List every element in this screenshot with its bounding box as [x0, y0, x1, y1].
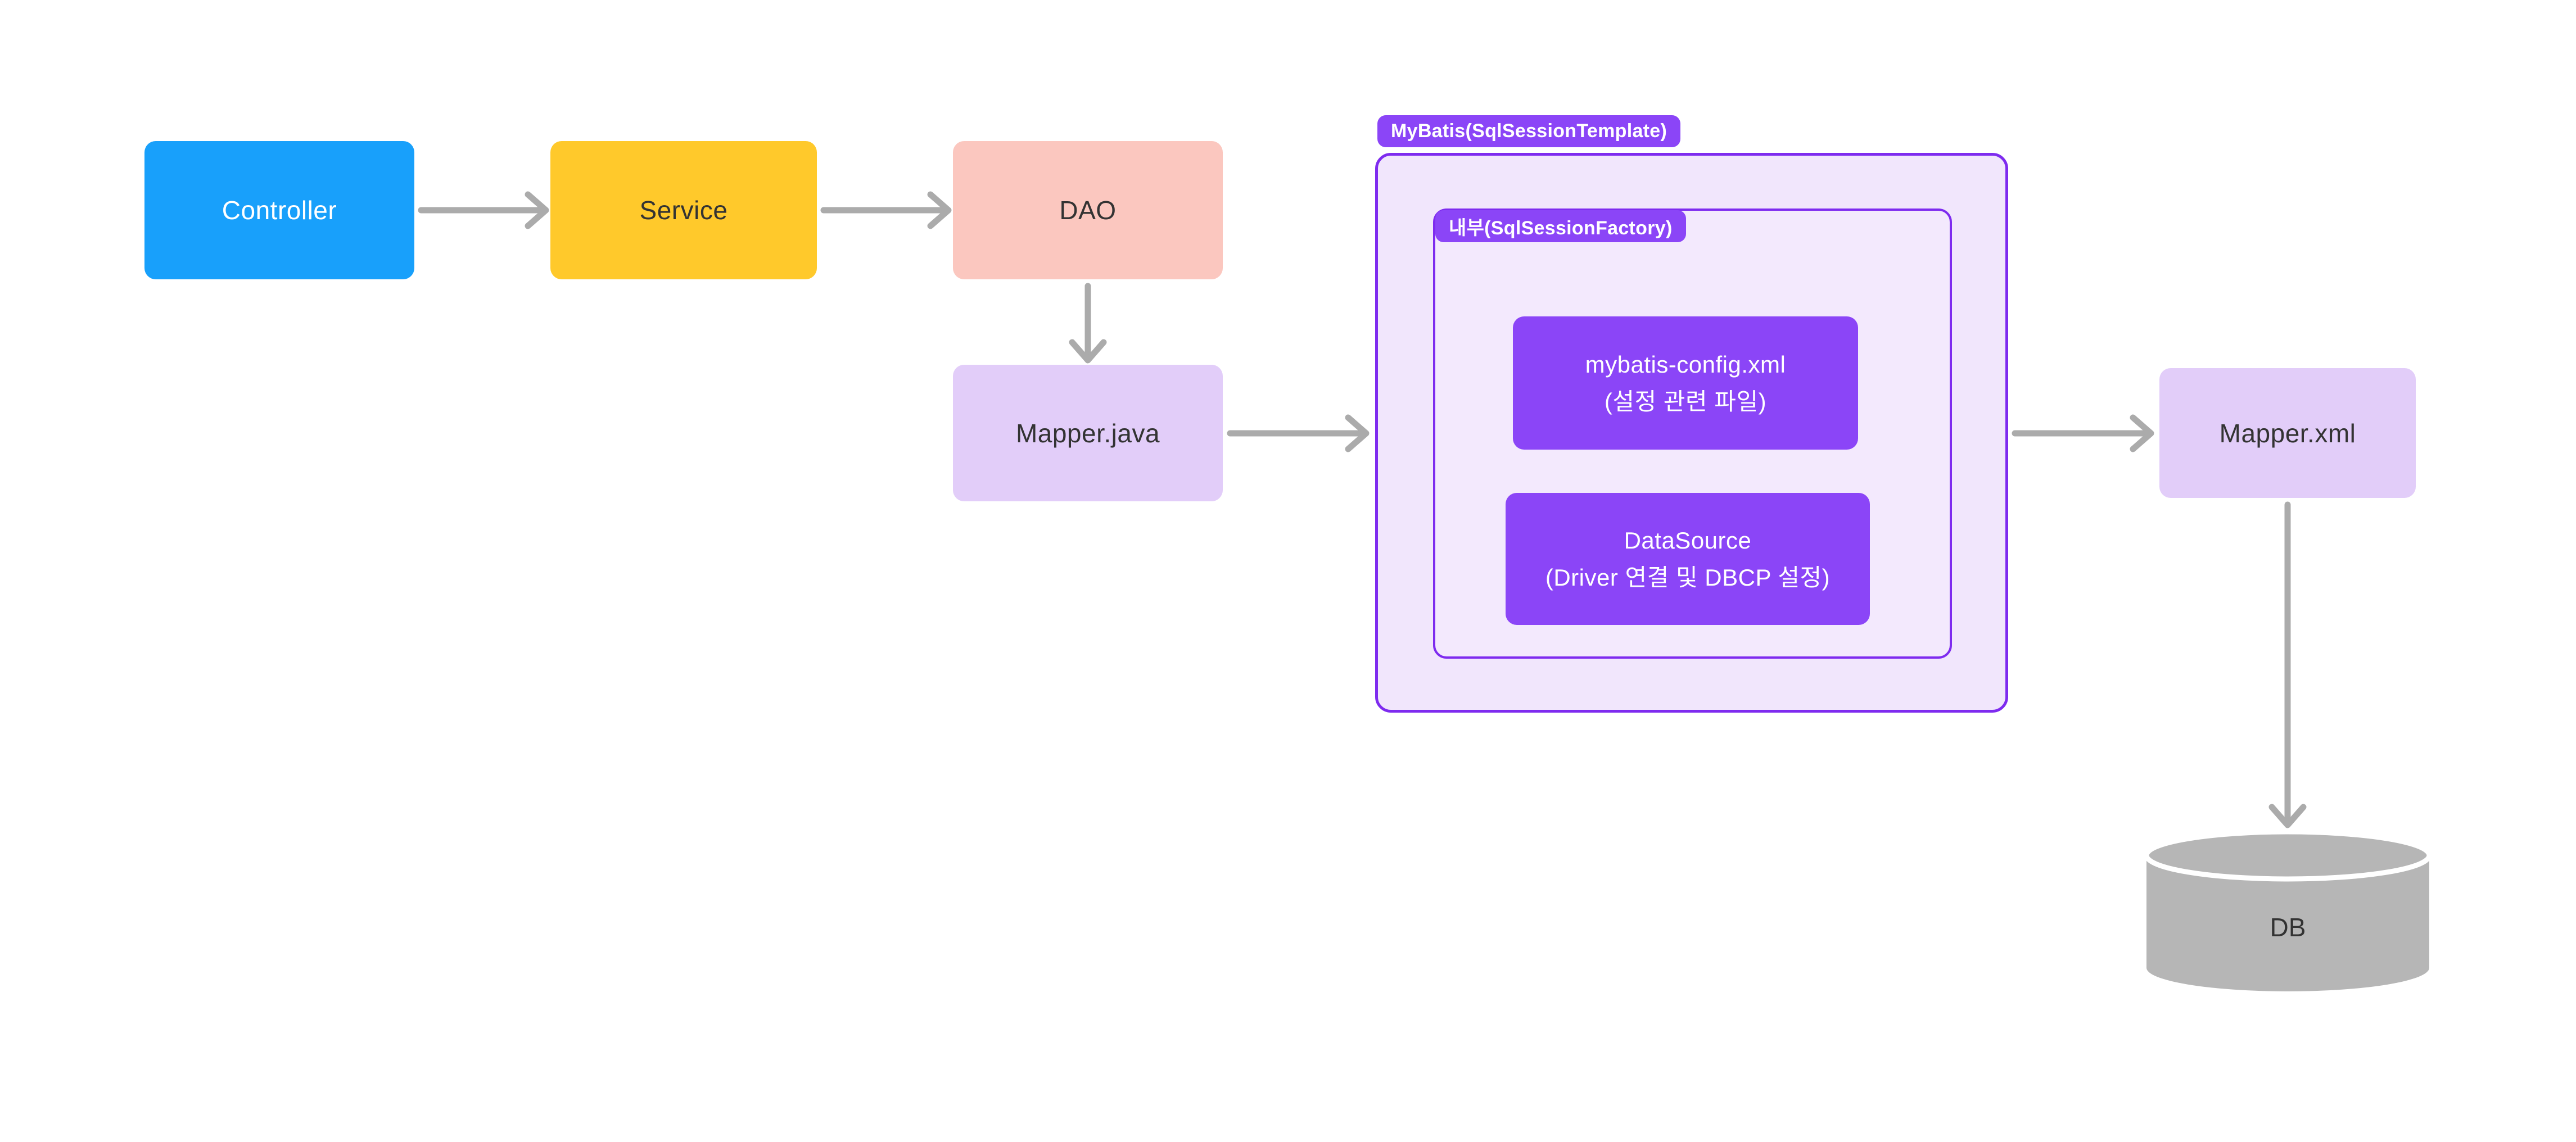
node-mapper-java: Mapper.java — [953, 365, 1223, 501]
db-label-text: DB — [2270, 913, 2306, 942]
factory-container-badge: 내부(SqlSessionFactory) — [1435, 210, 1686, 242]
mybatis-badge-label: MyBatis(SqlSessionTemplate) — [1391, 120, 1667, 142]
node-controller: Controller — [144, 141, 414, 279]
node-datasource-line1: DataSource — [1624, 527, 1752, 554]
factory-badge-label: 내부(SqlSessionFactory) — [1449, 217, 1673, 239]
node-mybatis-config-line2: (설정 관련 파일) — [1604, 388, 1767, 415]
node-mapper-xml: Mapper.xml — [2159, 368, 2416, 498]
node-datasource: DataSource (Driver 연결 및 DBCP 설정) — [1506, 493, 1870, 625]
arrow-mapper-java-to-mybatis — [1227, 414, 1370, 452]
node-mapper-java-label: Mapper.java — [1015, 418, 1160, 448]
node-mapper-xml-label: Mapper.xml — [2219, 418, 2356, 448]
node-service: Service — [550, 141, 817, 279]
arrow-dao-to-mapper-java — [1069, 283, 1107, 364]
mybatis-container-badge: MyBatis(SqlSessionTemplate) — [1377, 115, 1681, 147]
node-service-label: Service — [639, 196, 728, 225]
arrow-mybatis-to-mapper-xml — [2012, 414, 2154, 452]
node-controller-label: Controller — [222, 196, 337, 225]
node-dao-label: DAO — [1059, 196, 1117, 225]
node-datasource-line2: (Driver 연결 및 DBCP 설정) — [1545, 564, 1831, 591]
db-cylinder — [2144, 830, 2432, 991]
node-mybatis-config: mybatis-config.xml (설정 관련 파일) — [1513, 316, 1858, 450]
arrow-service-to-dao — [820, 191, 952, 229]
arrow-controller-to-service — [418, 191, 549, 229]
node-mybatis-config-line1: mybatis-config.xml — [1585, 351, 1786, 378]
arrow-mapper-xml-to-db — [2268, 501, 2307, 828]
node-dao: DAO — [953, 141, 1223, 279]
db-cylinder-label: DB — [2144, 865, 2432, 989]
